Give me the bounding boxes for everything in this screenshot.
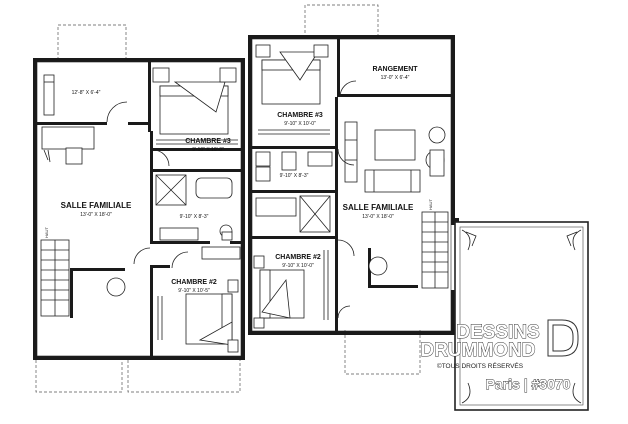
left-bath-dim: 9'-10" X 8'-3" [180, 214, 209, 220]
left-bedroom2-dim: 9'-10" X 10'-5" [178, 288, 210, 294]
right-bedroom3-dim: 9'-10" X 10'-0" [284, 121, 316, 127]
brand-line2: DRUMMOND [420, 340, 535, 361]
left-furniture [40, 67, 241, 353]
left-bedroom3-dim: 9'-10" X 10'-0" [192, 147, 224, 153]
right-unit-walls [248, 35, 459, 335]
brand-line1: DESSINS [456, 322, 539, 343]
right-furniture [253, 44, 449, 329]
left-bedroom2-name: CHAMBRE #2 [171, 279, 217, 286]
right-storage-dim: 13'-0" X 6'-4" [381, 75, 410, 81]
brand-rights: ©TOUS DROITS RÉSERVÉS [437, 361, 524, 370]
brand-logo-d-icon [547, 319, 579, 357]
right-bedroom2-dim: 9'-10" X 10'-0" [282, 263, 314, 269]
left-unit-walls [33, 58, 245, 360]
right-bedroom3-name: CHAMBRE #3 [277, 112, 323, 119]
branding: DESSINS DRUMMOND ©TOUS DROITS RÉSERVÉS P… [420, 319, 579, 392]
right-storage-name: RANGEMENT [372, 66, 418, 73]
right-stairs-label: HAUT [428, 199, 433, 210]
right-family-dim: 13'-0" X 18'-0" [362, 214, 394, 220]
plan-name: Paris | #3070 [486, 376, 571, 392]
left-storage-dim: 12'-8" X 6'-4" [72, 90, 101, 96]
left-family-name: SALLE FAMILIALE [61, 201, 132, 210]
exterior-outlines [35, 4, 421, 393]
left-family-dim: 13'-0" X 18'-0" [80, 212, 112, 218]
garage [454, 221, 589, 411]
left-stairs-label: HAUT [44, 227, 49, 238]
right-bedroom2-name: CHAMBRE #2 [275, 254, 321, 261]
right-family-name: SALLE FAMILIALE [343, 203, 414, 212]
left-bedroom3-name: CHAMBRE #3 [185, 138, 231, 145]
right-bath-dim: 9'-10" X 8'-3" [280, 173, 309, 179]
